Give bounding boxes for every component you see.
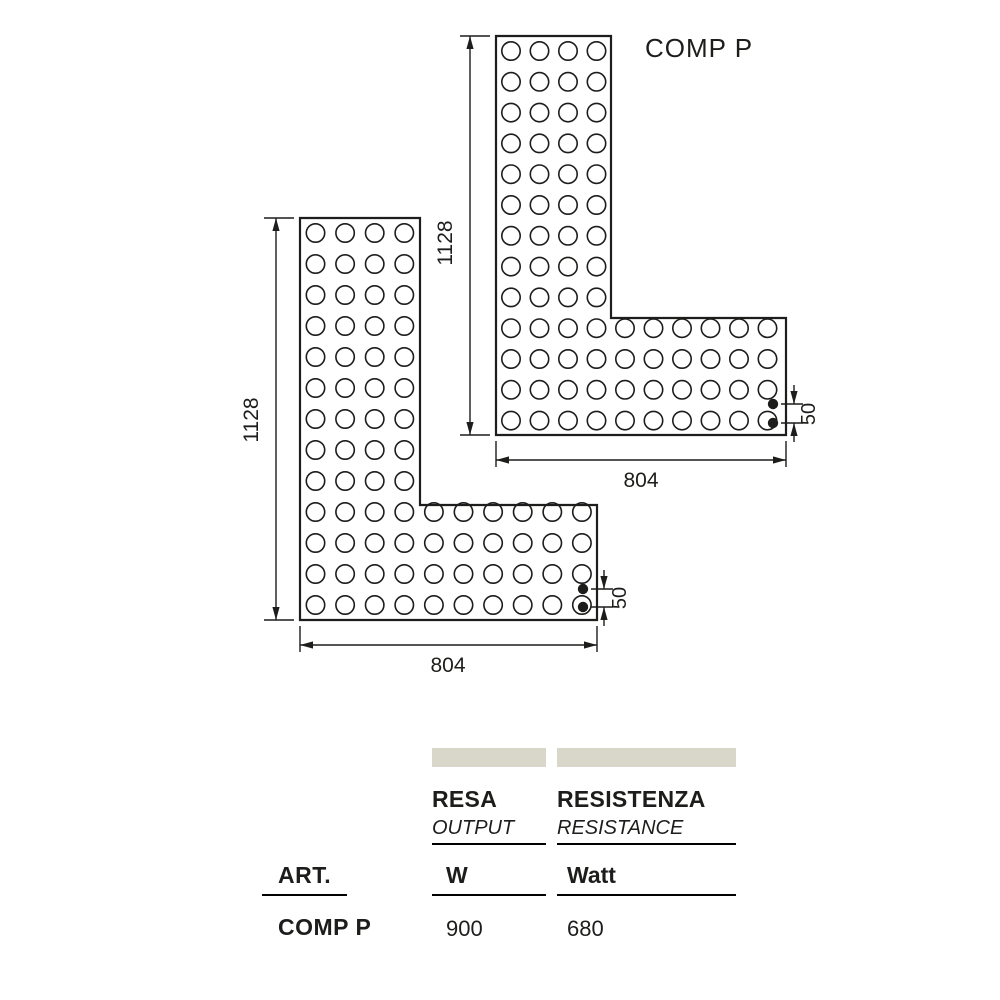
dim-left-width-label: 804 (430, 654, 465, 677)
dim-left-height-label: 1128 (240, 397, 263, 442)
resistenza-header-divider (557, 843, 736, 845)
resa-header: RESA (432, 786, 498, 812)
dim-right-width-label: 804 (623, 469, 658, 492)
art-divider (262, 894, 347, 896)
art-header: ART. (278, 862, 332, 888)
dim-right-spacing-label: 50 (798, 403, 820, 425)
diagram-title: COMP P (645, 33, 753, 63)
resistenza-subheader: RESISTANCE (557, 817, 684, 839)
resa-header-cell: RESA OUTPUT (432, 786, 514, 840)
row-art-label: COMP P (278, 914, 372, 940)
resa-header-divider (432, 843, 546, 845)
resistenza-divider (557, 894, 736, 896)
resistenza-unit: Watt (567, 862, 616, 888)
row-resistenza-value: 680 (567, 916, 604, 941)
resa-header-bar (432, 748, 546, 767)
row-resa-value: 900 (446, 916, 483, 941)
spec-table: RESA OUTPUT RESISTENZA RESISTANCE ART. W… (262, 746, 742, 961)
resa-unit: W (446, 862, 468, 888)
resistenza-header-bar (557, 748, 736, 767)
dim-left-spacing-label: 50 (609, 587, 631, 609)
technical-drawing: COMP P 1128 804 50 1128 804 50 (240, 33, 820, 677)
dimension-lines (264, 35, 803, 652)
resistenza-header-cell: RESISTENZA RESISTANCE (557, 786, 706, 840)
dim-right-height-label: 1128 (434, 220, 457, 265)
resistenza-header: RESISTENZA (557, 786, 706, 812)
resa-subheader: OUTPUT (432, 817, 515, 839)
resa-divider (432, 894, 546, 896)
panel-shapes (298, 34, 788, 622)
